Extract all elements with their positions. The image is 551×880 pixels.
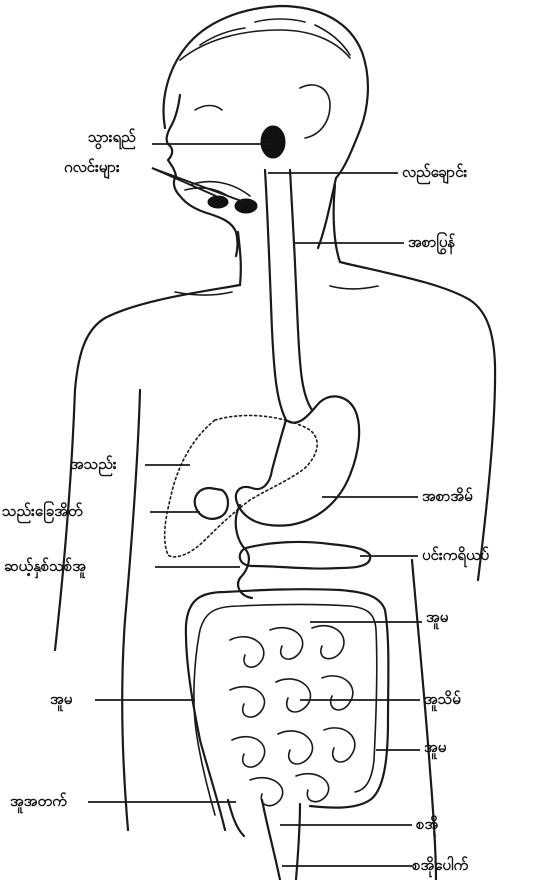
label-salivary-gland: သွားရည် <box>88 128 136 146</box>
chest-line-right <box>330 286 378 289</box>
label-rectum: စအို <box>416 815 438 833</box>
head-outline <box>164 6 368 248</box>
label-gallbladder: သည်းခြေအိတ် <box>2 502 83 520</box>
label-large-intestine-left: အူမ <box>50 690 72 708</box>
hair-line <box>180 30 350 60</box>
label-mouth-glands: ဂလင်းများ <box>64 158 120 176</box>
neck-right <box>334 185 340 262</box>
small-intestine-coils <box>230 626 355 806</box>
appendix-shape <box>228 800 244 836</box>
colon-inner <box>194 605 377 816</box>
mouth-gland-1 <box>208 196 228 208</box>
label-esophagus: အစာပြွန် <box>408 233 455 251</box>
mouth-gland-2 <box>235 199 257 213</box>
label-large-intestine-top: အူမ <box>426 608 448 626</box>
salivary-gland-shape <box>261 126 285 158</box>
esophagus-tube <box>265 170 286 420</box>
label-appendix: အူအတက် <box>10 792 67 810</box>
label-large-intestine-right: အူမ <box>424 738 446 756</box>
label-liver: အသည်း <box>70 455 117 473</box>
label-anus: စအိုပေါက် <box>412 856 468 874</box>
rectum-shape <box>262 800 300 880</box>
face-profile <box>167 95 238 256</box>
shoulder-right <box>340 262 495 580</box>
gallbladder-shape <box>195 488 228 519</box>
label-stomach: အစာအိမ် <box>422 487 473 505</box>
torso-left-side <box>122 390 140 830</box>
ear-outline <box>300 85 330 138</box>
esophagus-tube-2 <box>290 170 312 410</box>
label-small-intestine: အူသိမ် <box>424 690 461 708</box>
pancreas-shape <box>240 542 370 569</box>
colon-shape <box>186 589 388 830</box>
label-pancreas: ပင်းကရိယပ် <box>422 546 489 564</box>
liver-shape <box>165 415 318 556</box>
label-duodenum: ဆယ့်နှစ်သစ်အူ <box>4 557 86 575</box>
hair-strokes <box>200 19 350 55</box>
eye-outline <box>195 106 222 111</box>
label-throat: လည်ချောင်း <box>402 163 467 181</box>
neck-left <box>238 232 241 285</box>
